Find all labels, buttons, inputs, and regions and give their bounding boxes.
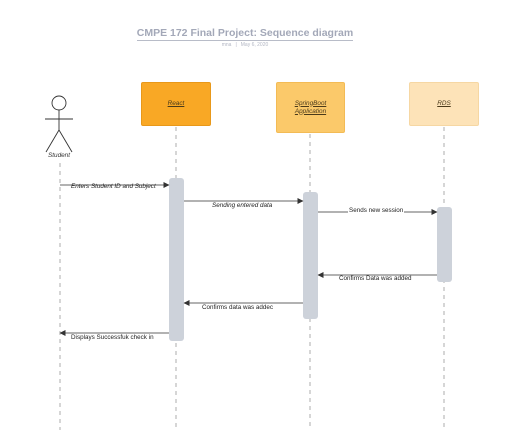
message-enters-student-id: Enters Student ID and Subject xyxy=(71,183,156,190)
diagram-title: CMPE 172 Final Project: Sequence diagram xyxy=(0,27,490,41)
participant-rds: RDS xyxy=(409,82,479,126)
message-displays-check-in: Displays Successfuk check in xyxy=(71,334,154,341)
participant-react: React xyxy=(141,82,211,126)
message-confirms-data-addec: Confirms data was addec xyxy=(202,304,274,311)
date-text: May 6, 2020 xyxy=(240,42,269,48)
separator: | xyxy=(235,42,237,48)
diagram-subtitle: mna|May 6, 2020 xyxy=(0,42,490,48)
activation-rds xyxy=(437,207,452,282)
message-sends-new-session: Sends new session xyxy=(348,207,405,214)
message-sending-entered-data: Sending entered data xyxy=(212,202,273,209)
participant-springboot-application: SpringBoot Application xyxy=(276,82,345,133)
student-actor-icon xyxy=(45,95,73,153)
message-confirms-data-added: Confirms Data was added xyxy=(339,275,412,282)
activation-springboot xyxy=(303,192,318,319)
diagram-title-text: CMPE 172 Final Project: Sequence diagram xyxy=(136,27,354,41)
activation-react xyxy=(169,178,184,341)
author-text: mna xyxy=(221,42,232,48)
actor-student-label: Student xyxy=(47,152,71,159)
